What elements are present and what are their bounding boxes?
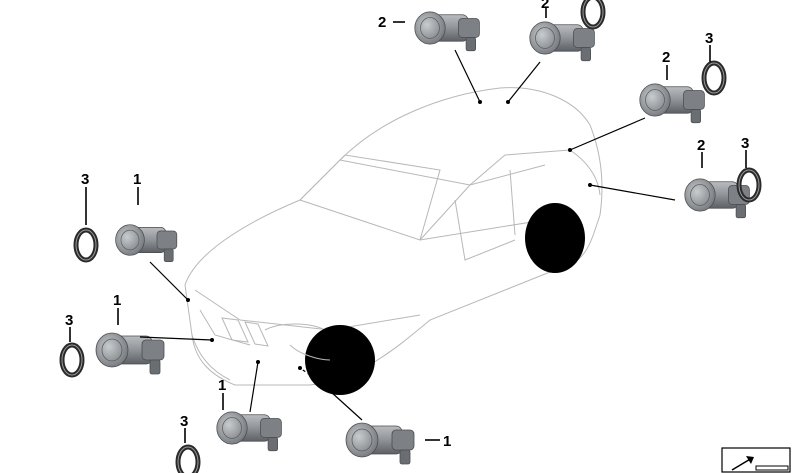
callout-label: 2 <box>378 14 386 31</box>
callout-label: 1 <box>443 433 451 450</box>
callout-label: 3 <box>705 30 713 47</box>
mount-point <box>568 148 572 152</box>
parking-sensor-icon <box>345 422 415 465</box>
callout-label: 1 <box>218 377 226 394</box>
mount-point <box>210 338 214 342</box>
sealing-ring-icon <box>178 447 198 473</box>
parking-sensor-icon <box>529 21 595 62</box>
leader-line <box>319 381 363 421</box>
callout-label: 3 <box>741 135 749 152</box>
mount-point <box>256 360 260 364</box>
parking-sensor-icon <box>216 411 282 452</box>
callout-label: 2 <box>541 0 549 12</box>
leader-line <box>454 49 481 103</box>
vehicle-outline-icon <box>184 87 603 395</box>
sealing-ring-icon <box>704 63 724 93</box>
mount-point <box>186 298 190 302</box>
leader-line <box>299 367 321 383</box>
callout-label: 1 <box>133 171 141 188</box>
sealing-ring-icon <box>62 345 82 375</box>
sealing-ring-icon <box>76 230 96 260</box>
callout-label: 3 <box>81 171 89 188</box>
leader-line <box>589 184 676 201</box>
leader-line <box>249 361 259 413</box>
mount-point <box>478 100 482 104</box>
callout-label: 1 <box>113 292 121 309</box>
mount-point <box>588 183 592 187</box>
parking-sensor-icon <box>639 83 705 124</box>
mount-point <box>298 366 302 370</box>
navigation-arrow-icon[interactable] <box>721 447 791 473</box>
leader-line <box>139 336 213 341</box>
leader-line <box>149 261 189 301</box>
callout-label: 3 <box>65 312 73 329</box>
parking-sensor-icon <box>95 332 165 375</box>
leader-line <box>507 61 541 103</box>
sealing-ring-icon <box>583 0 603 27</box>
mount-point <box>506 100 510 104</box>
parking-sensor-icon <box>414 11 480 52</box>
callout-label: 3 <box>180 413 188 430</box>
callout-label: 2 <box>697 137 705 154</box>
parking-sensor-icon <box>115 224 178 262</box>
callout-label: 2 <box>662 49 670 66</box>
leader-line <box>569 117 646 151</box>
